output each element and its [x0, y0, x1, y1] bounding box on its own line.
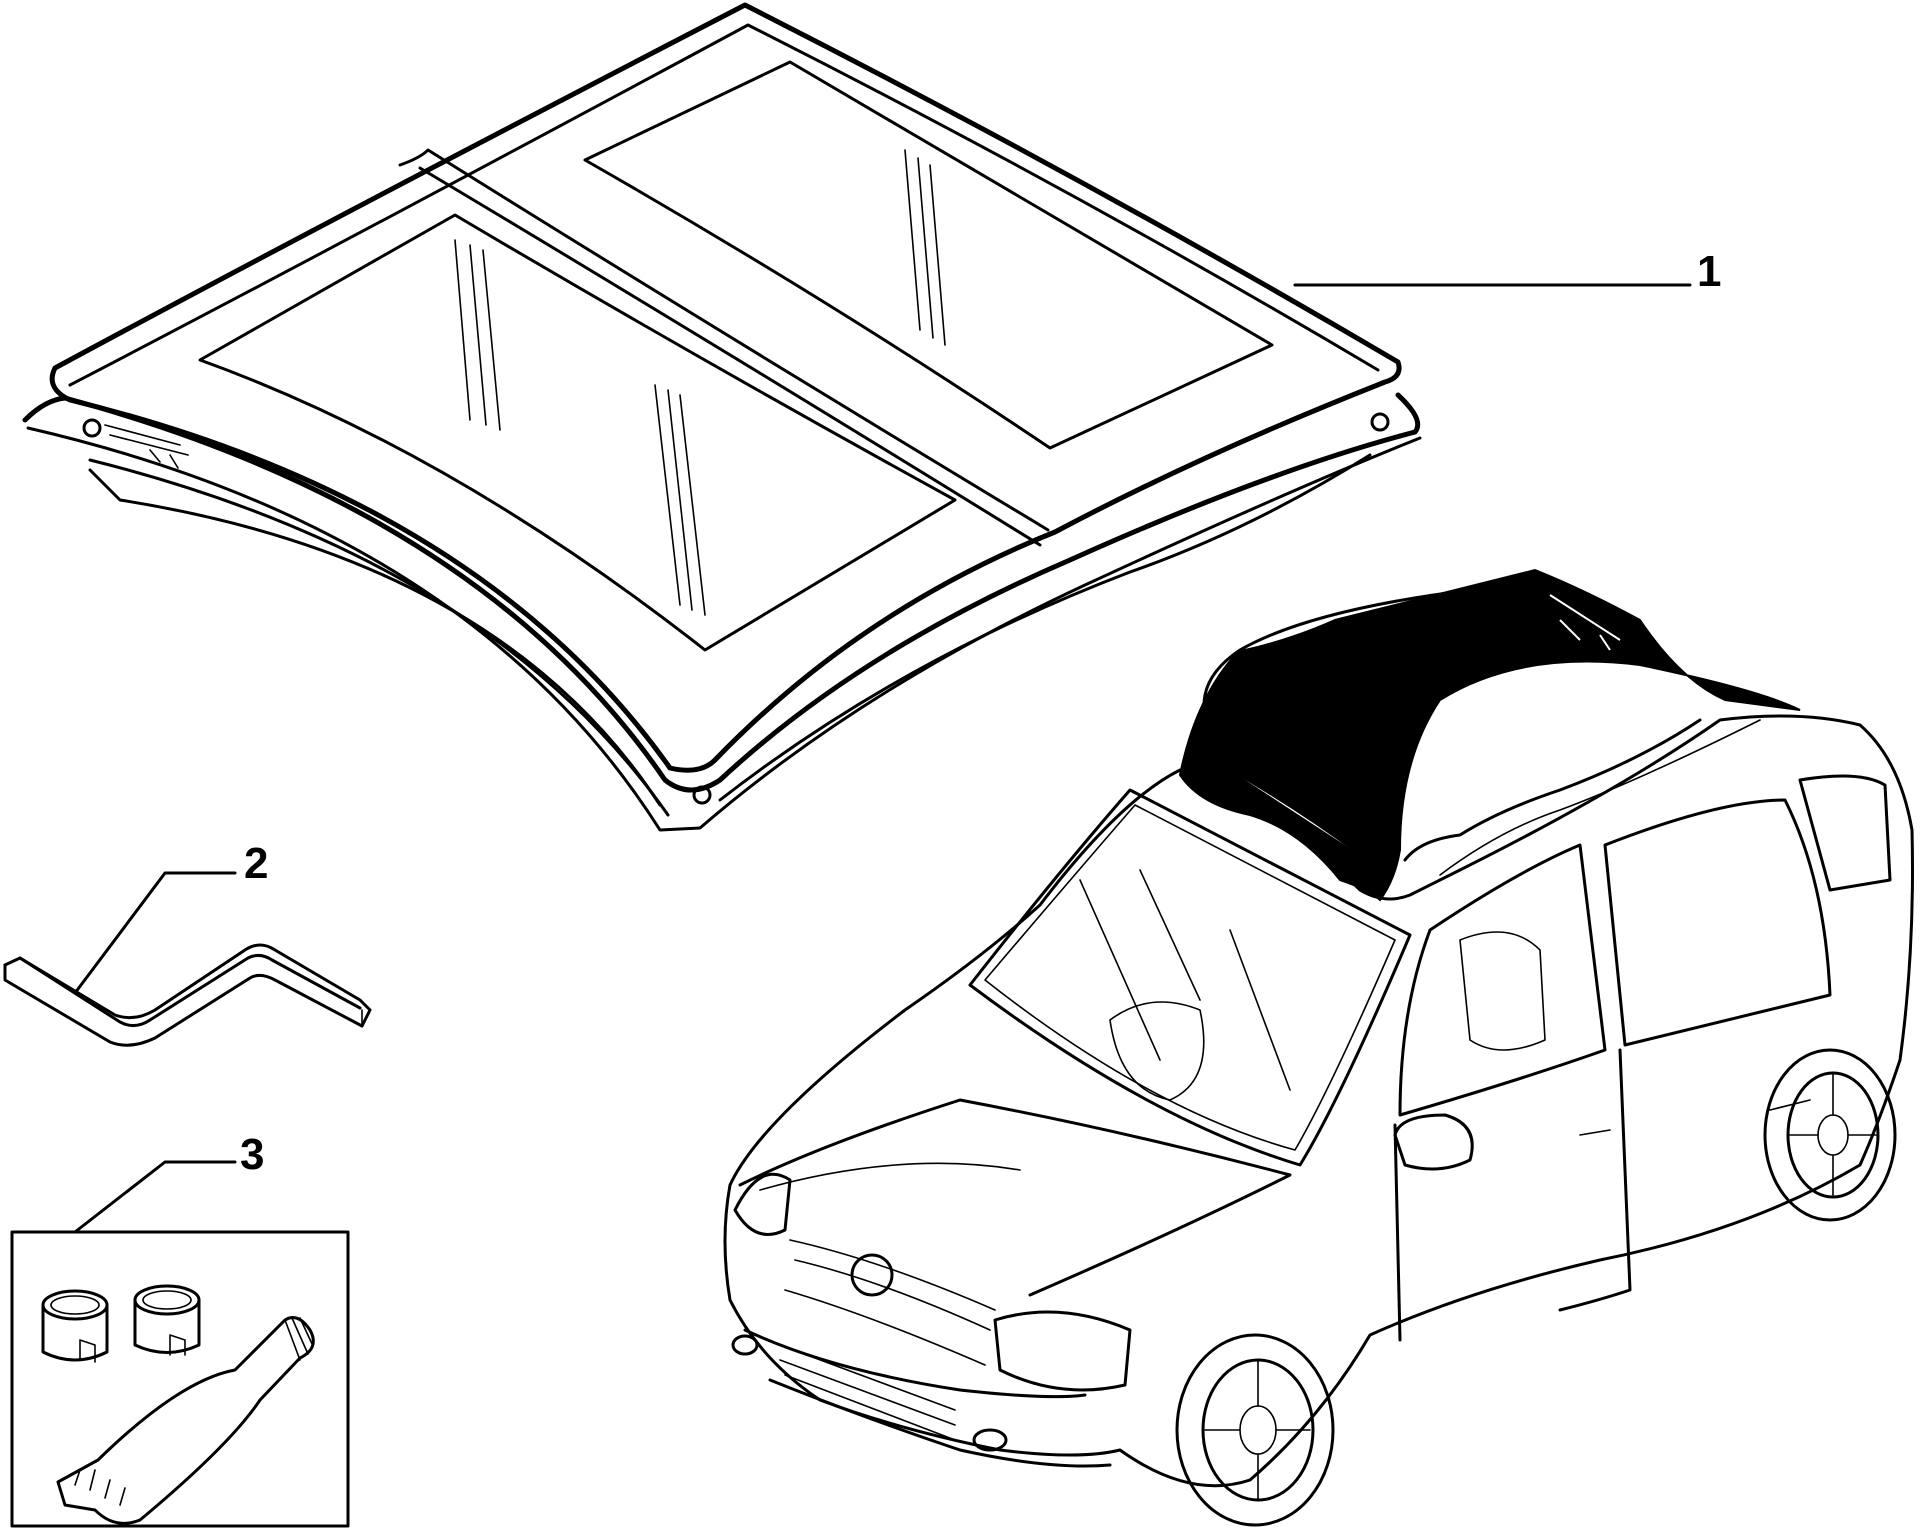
glass-window-rear	[583, 60, 1274, 450]
leader-line-3	[73, 1160, 237, 1234]
glass-roof-panel	[22, 2, 1422, 832]
leader-line-2	[73, 871, 237, 995]
callout-2: 2	[244, 839, 269, 888]
roof-highlight	[1178, 568, 1801, 902]
callout-3: 3	[240, 1130, 265, 1179]
wheel-front	[1175, 1333, 1335, 1527]
kit-box	[10, 1230, 350, 1528]
vehicle-illustration	[723, 568, 1914, 1527]
callout-1: 1	[1697, 247, 1722, 296]
wheel-rear	[1763, 1048, 1897, 1222]
allen-key	[3, 943, 372, 1047]
glass-window-front	[198, 213, 957, 652]
sealant-kit	[10, 1230, 350, 1528]
